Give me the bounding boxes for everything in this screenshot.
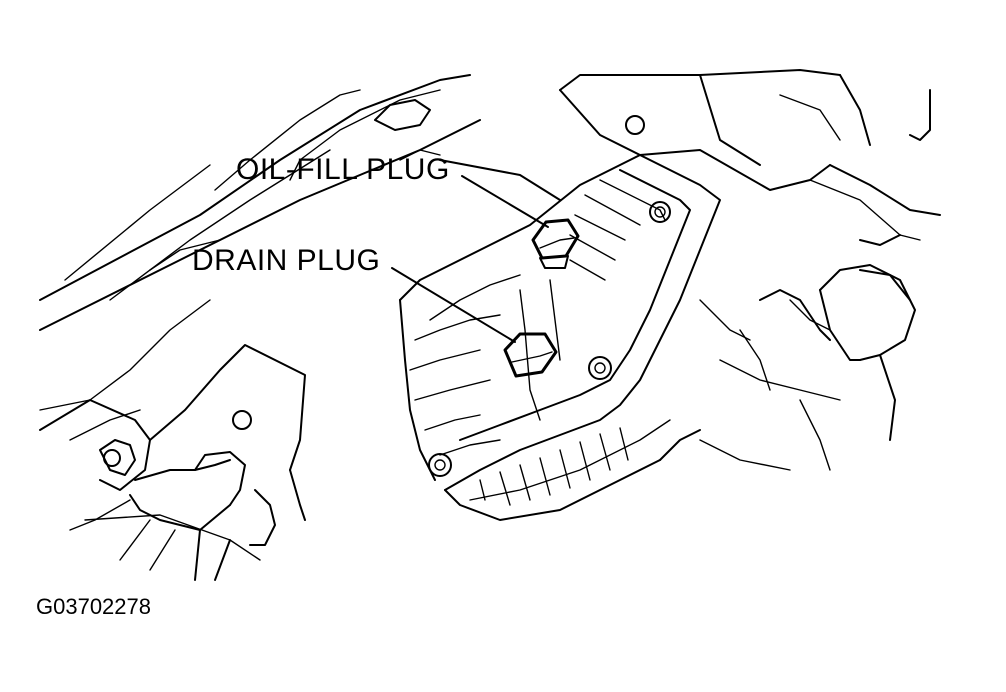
mount-bracket bbox=[39, 344, 306, 581]
upper-housing bbox=[559, 69, 941, 246]
oil-fill-plug-icon bbox=[531, 218, 580, 269]
oil-fill-plug-label: OIL-FILL PLUG bbox=[236, 153, 450, 186]
oil-pan bbox=[428, 154, 721, 521]
transmission-case bbox=[399, 154, 641, 481]
leader-lines bbox=[391, 175, 549, 343]
figure-id: G03702278 bbox=[36, 594, 151, 619]
drain-plug-icon bbox=[503, 332, 558, 378]
side-mount bbox=[699, 264, 916, 471]
chassis-frame bbox=[39, 74, 561, 441]
drain-plug-label: DRAIN PLUG bbox=[192, 244, 381, 277]
